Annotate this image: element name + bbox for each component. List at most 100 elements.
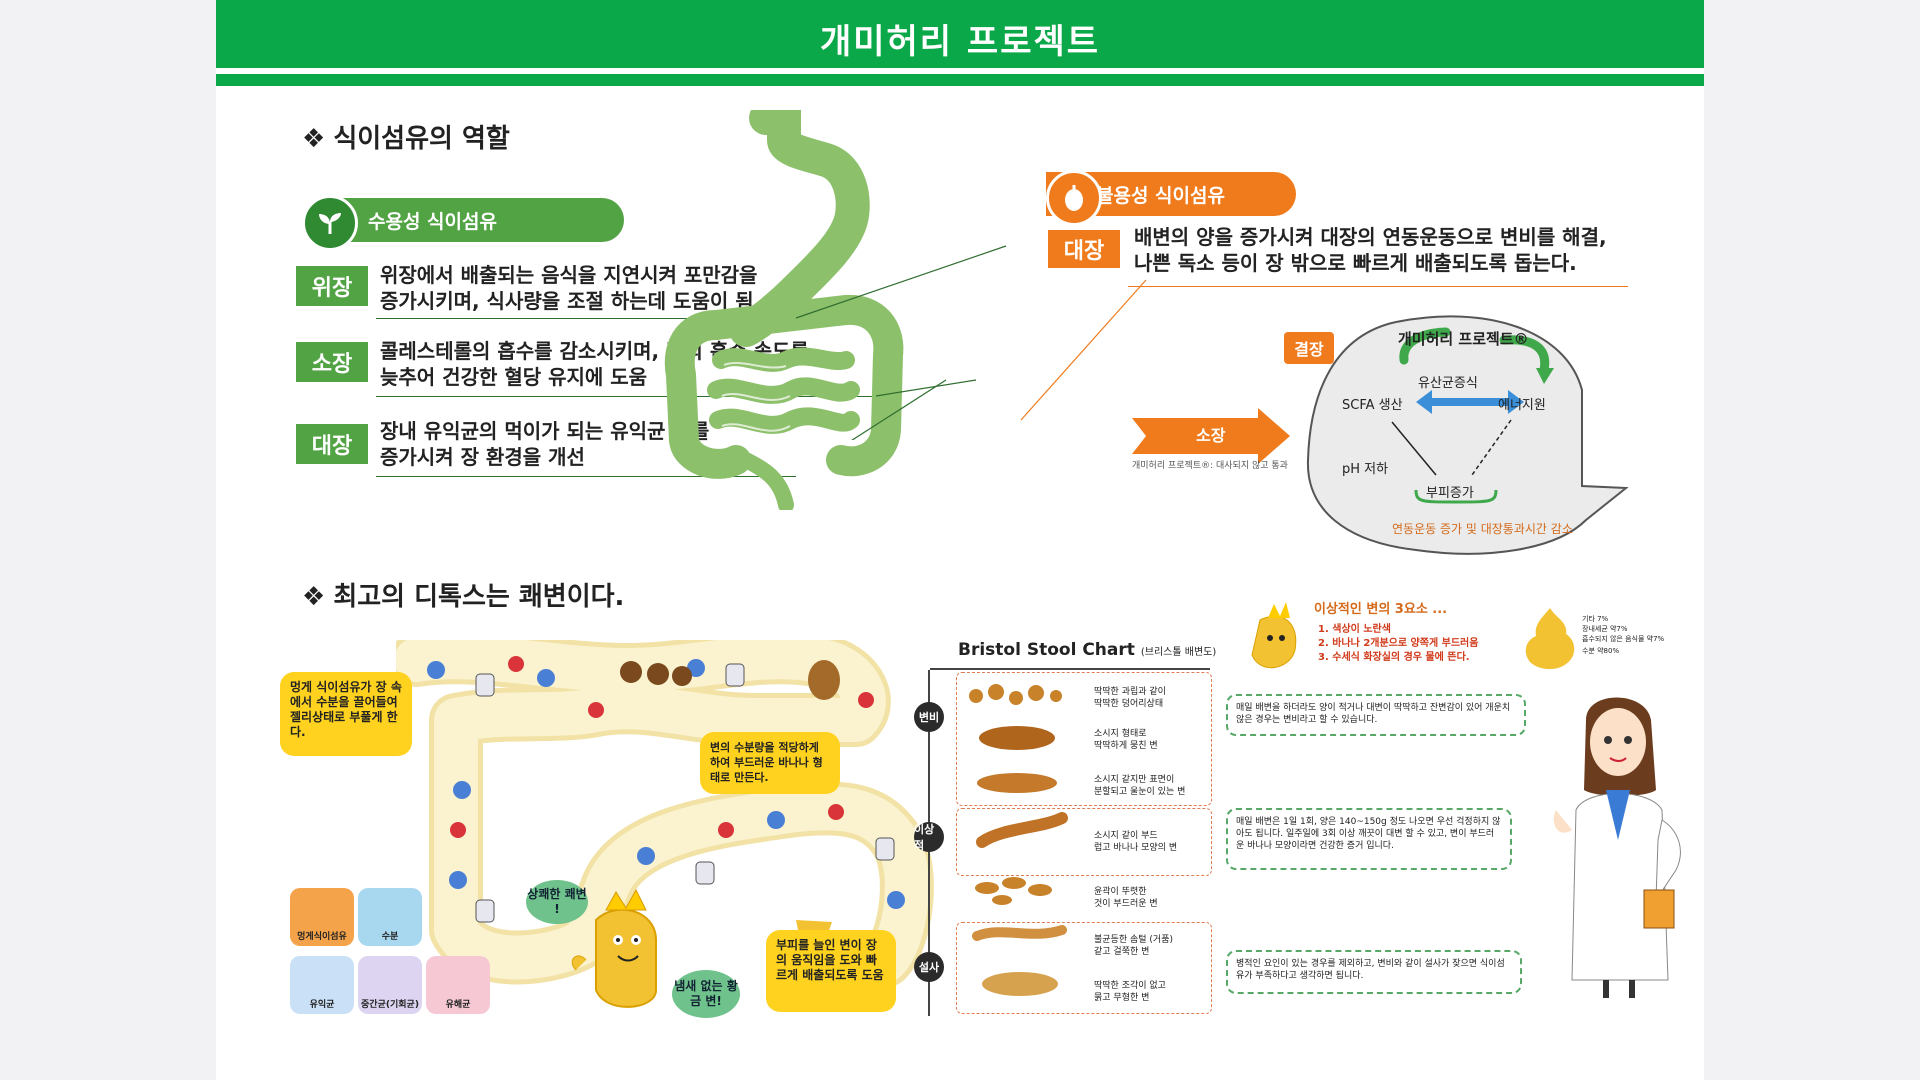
stool-type-1-line2: 딱딱한 덩어리상태 — [1094, 699, 1164, 709]
large-intestine-description: 장내 유익균의 먹이가 되는 유익균 수를 증가시켜 장 환경을 개선 — [380, 418, 709, 470]
ideal-item-3: 3. 수세식 화장실의 경우 물에 뜬다. — [1318, 652, 1470, 663]
stool-types-illustration — [969, 684, 1068, 996]
badge-constipation: 변비 — [914, 702, 944, 732]
page: 개미허리 프로젝트 ❖식이섬유의 역할 수용성 식이섬유 위장 위장에서 배출되… — [216, 0, 1704, 1080]
stomach-desc-line2: 증가시키며, 식사량을 조절 하는데 도움이 됨. — [380, 289, 762, 313]
stool-type-4-line1: 소시지 같이 부드 — [1094, 831, 1158, 841]
insoluble-fiber-label: 불용성 식이섬유 — [1096, 184, 1225, 207]
stomach-description: 위장에서 배출되는 음식을 지연시켜 포만감을 증가시키며, 식사량을 조절 하… — [380, 262, 761, 314]
composition-other: 기타 7% — [1582, 615, 1609, 623]
header-divider — [216, 74, 1704, 86]
tag-large-intestine: 대장 — [296, 424, 368, 464]
diagram-ph-label: pH 저하 — [1342, 462, 1389, 477]
stool-composition-icon — [1525, 608, 1575, 670]
stool-type-1-line1: 딱딱한 과립과 같이 — [1094, 687, 1166, 697]
page-title: 개미허리 프로젝트 — [819, 22, 1101, 62]
stool-chart-title: Bristol Stool Chart (브리스톨 배변도) — [958, 640, 1216, 660]
stool-chart-topline — [930, 668, 1210, 670]
colon-diagram-bubble — [1306, 315, 1629, 555]
diagram-result-label: 연동운동 증가 및 대장통과시간 감소 — [1392, 522, 1573, 536]
stool-type-5-line1: 윤곽이 뚜렷한 — [1094, 887, 1147, 897]
large-intestine-underline — [376, 476, 796, 477]
doctor-illustration — [1553, 697, 1681, 998]
speech-bubble-water: 변의 수분량을 적당하게 하여 부드러운 바나나 형태로 만든다. — [700, 732, 840, 794]
ideal-item-2: 2. 바나나 2개분으로 양쪽게 부드러움 — [1318, 638, 1479, 649]
insoluble-description: 배변의 양을 증가시켜 대장의 연동운동으로 변비를 해결, 나쁜 독소 등이 … — [1134, 224, 1607, 276]
constipation-group — [956, 672, 1212, 806]
sprout-icon — [302, 195, 358, 251]
stool-chart-title-text: Bristol Stool Chart — [958, 640, 1135, 660]
composition-water: 수분 약80% — [1582, 647, 1620, 655]
tag-colon-insoluble: 대장 — [1048, 230, 1120, 268]
insoluble-desc-line1: 배변의 양을 증가시켜 대장의 연동운동으로 변비를 해결, — [1134, 225, 1607, 249]
green-bubble-refresh: 상쾌한 쾌변 ! — [526, 880, 588, 924]
small-intestine-arrow-label: 소장 — [1196, 426, 1226, 445]
speech-bubble-volume: 부피를 늘인 변이 장의 움직임을 도와 빠르게 배출되도록 도움 — [766, 930, 896, 1012]
small-intestine-note: 개미허리 프로젝트®: 대사되지 않고 통과 — [1132, 461, 1288, 471]
stool-type-5-line2: 것이 부드러운 변 — [1094, 899, 1158, 909]
section-title-detox-text: 최고의 디톡스는 쾌변이다. — [333, 582, 625, 612]
note-constipation: 매일 배변을 하더라도 양이 적거나 대변이 딱딱하고 잔변감이 있어 개운치 … — [1226, 694, 1526, 736]
pointer-lines — [795, 245, 1147, 440]
composition-bacteria: 장내세균 약7% — [1582, 625, 1628, 633]
stomach-desc-line1: 위장에서 배출되는 음식을 지연시켜 포만감을 — [380, 263, 758, 287]
diagram-probiotic-label: 유산균증식 — [1418, 376, 1478, 391]
badge-diarrhea: 설사 — [914, 952, 944, 982]
composition-food: 흡수되지 않은 음식물 약7% — [1582, 635, 1665, 643]
golden-stool-character — [571, 888, 657, 1008]
digestive-tract-illustration — [664, 110, 904, 510]
insoluble-desc-line2: 나쁜 독소 등이 장 밖으로 빠르게 배출되도록 돕는다. — [1134, 251, 1577, 275]
stomach-underline — [376, 318, 796, 319]
grain-icon — [1046, 170, 1102, 226]
badge-ideal: 이상적 — [914, 822, 944, 852]
ideal-item-1: 1. 색상이 노란색 — [1318, 624, 1391, 635]
stool-type-3-line2: 분할되고 울눈이 있는 변 — [1094, 787, 1186, 797]
section-title-detox: ❖최고의 디톡스는 쾌변이다. — [302, 576, 624, 613]
speech-bubble-fiber: 멍게 식이섬유가 장 속에서 수분을 끌어들여 젤리상태로 부풀게 한다. — [280, 672, 412, 756]
soluble-fiber-label: 수용성 식이섬유 — [368, 210, 497, 233]
diagram-project-label: 개미허리 프로젝트® — [1398, 330, 1529, 348]
legend-bad-bacteria: 유해균 — [426, 956, 490, 1014]
section-title-text: 식이섬유의 역할 — [333, 124, 510, 154]
tag-small-intestine: 소장 — [296, 342, 368, 382]
legend-fiber: 멍게식이섬유 — [290, 888, 354, 946]
insoluble-underline — [1128, 286, 1628, 287]
legend-good-bacteria: 유익균 — [290, 956, 354, 1014]
stool-type-4-line2: 럽고 바나나 모양의 변 — [1094, 843, 1178, 853]
diagram-energy-label: 에너지원 — [1498, 398, 1546, 413]
ideal-group — [956, 808, 1212, 876]
small-intestine-underline — [376, 396, 876, 397]
stool-type-2-line1: 소시지 형태로 — [1094, 729, 1147, 739]
small-intestine-arrow — [1132, 408, 1290, 464]
soluble-fiber-pill: 수용성 식이섬유 — [320, 198, 624, 242]
ideal-stool-title: 이상적인 변의 3요소 ... — [1314, 602, 1448, 617]
intestine-path-illustration — [396, 640, 934, 987]
tag-stomach: 위장 — [296, 266, 368, 306]
stool-chart-subtitle: (브리스톨 배변도) — [1140, 647, 1217, 658]
stool-type-7-line2: 묽고 무형한 변 — [1094, 993, 1150, 1003]
stool-type-7-line1: 딱딱한 조각이 없고 — [1094, 981, 1166, 991]
small-intestine-desc-line2: 늦추어 건강한 혈당 유지에 도움 — [380, 365, 648, 389]
section-title-fiber-role: ❖식이섬유의 역할 — [302, 118, 510, 155]
note-ideal: 매일 배변은 1일 1회, 양은 140~150g 정도 나오면 우선 걱정하지… — [1226, 808, 1512, 870]
header-bar: 개미허리 프로젝트 — [216, 0, 1704, 68]
legend-neutral-bacteria: 중간균(기회균) — [358, 956, 422, 1014]
green-bubble-golden: 냄새 없는 황금 변! — [672, 970, 740, 1018]
diamond-bullet-icon: ❖ — [302, 124, 326, 154]
ideal-stool-character — [1251, 602, 1297, 669]
large-intestine-desc-line1: 장내 유익균의 먹이가 되는 유익균 수를 — [380, 419, 710, 443]
stool-type-6: 불균등한 솜털 (거품)같고 걸쭉한 변 — [1094, 934, 1173, 958]
stool-type-3-line1: 소시지 같지만 표면이 — [1094, 775, 1175, 785]
diarrhea-group — [956, 922, 1212, 1014]
note-diarrhea: 병적인 요인이 있는 경우를 제외하고, 변비와 같이 설사가 잦으면 식이섬유… — [1226, 950, 1522, 994]
diagram-volume-label: 부피증가 — [1426, 486, 1474, 501]
diagram-scfa-label: SCFA 생산 — [1342, 398, 1403, 413]
legend-water: 수분 — [358, 888, 422, 946]
large-intestine-desc-line2: 증가시켜 장 환경을 개선 — [380, 445, 585, 469]
stool-type-2-line2: 딱딱하게 뭉친 변 — [1094, 741, 1158, 751]
